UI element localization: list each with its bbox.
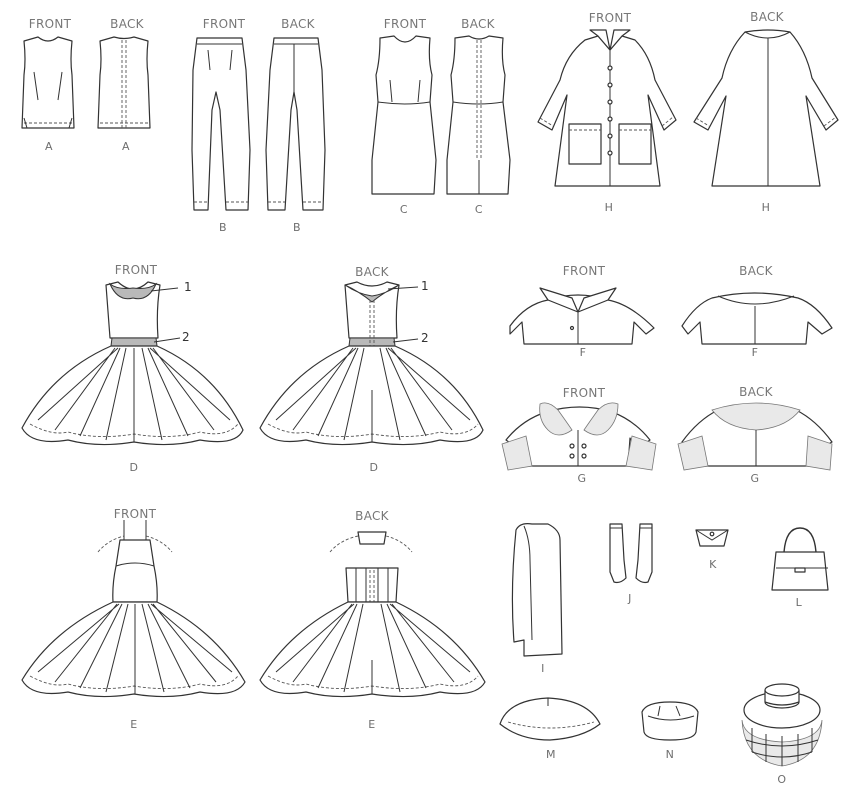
heading-front-d: FRONT xyxy=(114,263,158,277)
view-k-clutch xyxy=(695,529,729,547)
view-letter-g-front: G xyxy=(577,472,587,485)
view-l-handbag xyxy=(771,527,829,591)
view-letter-l: L xyxy=(795,596,803,609)
view-letter-c-front: C xyxy=(399,203,409,216)
view-letter-o: O xyxy=(777,773,787,786)
view-n-pillbox-hat xyxy=(641,701,699,741)
view-e-dress-back xyxy=(259,531,486,698)
view-b-pants-front xyxy=(191,37,251,211)
view-m-beret xyxy=(499,697,601,741)
view-letter-g-back: G xyxy=(750,472,760,485)
heading-back-b: BACK xyxy=(281,17,315,31)
view-c-dress-back xyxy=(446,35,511,195)
view-a-top-front xyxy=(21,36,75,129)
view-e-dress-front xyxy=(21,520,246,698)
view-i-scarf xyxy=(511,523,563,657)
heading-front-e: FRONT xyxy=(113,507,157,521)
view-letter-d-front: D xyxy=(129,461,139,474)
view-letter-e-back: E xyxy=(368,718,376,731)
heading-front-g: FRONT xyxy=(562,386,606,400)
view-f-jacket-front xyxy=(509,287,655,345)
view-g-fur-jacket-back xyxy=(677,402,833,471)
view-letter-n: N xyxy=(665,748,675,761)
view-letter-e-front: E xyxy=(130,718,138,731)
heading-back-h: BACK xyxy=(750,10,784,24)
view-letter-h-back: H xyxy=(761,201,771,214)
view-letter-f-back: F xyxy=(751,346,759,359)
view-letter-k: K xyxy=(709,558,717,571)
view-o-veiled-hat xyxy=(741,683,823,767)
view-d-dress-front xyxy=(21,281,244,446)
view-letter-d-back: D xyxy=(369,461,379,474)
heading-back-g: BACK xyxy=(739,385,773,399)
view-letter-b-front: B xyxy=(218,221,228,234)
view-a-top-back xyxy=(97,36,151,129)
view-b-pants-back xyxy=(265,37,326,211)
view-letter-m: M xyxy=(546,748,556,761)
heading-front-h: FRONT xyxy=(588,11,632,25)
view-g-fur-jacket-front xyxy=(501,402,657,471)
view-letter-c-back: C xyxy=(474,203,484,216)
view-letter-a-front: A xyxy=(44,140,54,153)
view-h-coat-front xyxy=(537,29,677,187)
view-letter-i: I xyxy=(541,662,545,675)
heading-front-a: FRONT xyxy=(28,17,72,31)
heading-back-c: BACK xyxy=(461,17,495,31)
view-letter-h-front: H xyxy=(604,201,614,214)
view-h-coat-back xyxy=(693,29,839,187)
heading-front-b: FRONT xyxy=(202,17,246,31)
heading-back-e: BACK xyxy=(355,509,389,523)
collar-shape xyxy=(108,282,158,300)
callout-waistband-back: 2 xyxy=(421,331,429,345)
view-j-gloves xyxy=(609,523,653,584)
view-letter-a-back: A xyxy=(121,140,131,153)
heading-front-f: FRONT xyxy=(562,264,606,278)
view-c-dress-front xyxy=(371,35,437,195)
callout-collar-back: 1 xyxy=(421,279,429,293)
view-d-dress-back xyxy=(259,281,484,446)
heading-back-f: BACK xyxy=(739,264,773,278)
view-letter-b-back: B xyxy=(292,221,302,234)
view-letter-j: J xyxy=(628,592,632,605)
view-letter-f-front: F xyxy=(579,346,587,359)
callout-waistband-front: 2 xyxy=(182,330,190,344)
heading-back-d: BACK xyxy=(355,265,389,279)
heading-front-c: FRONT xyxy=(383,17,427,31)
heading-back-a: BACK xyxy=(110,17,144,31)
callout-collar-front: 1 xyxy=(184,280,192,294)
view-f-jacket-back xyxy=(681,292,833,345)
